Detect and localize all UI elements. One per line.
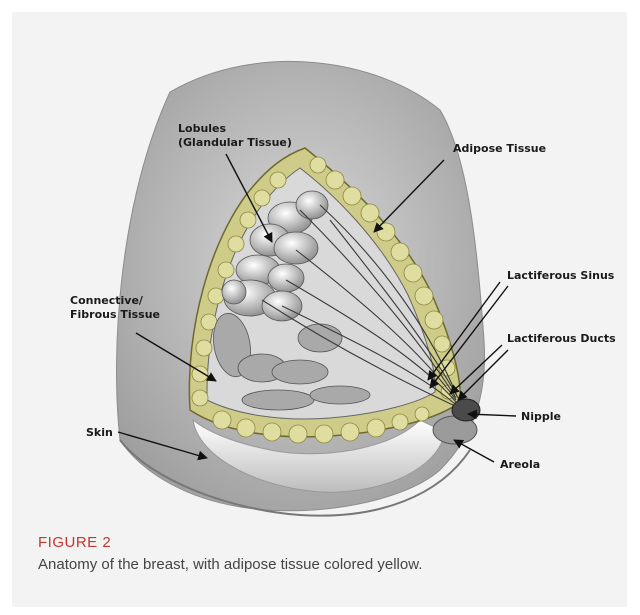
label-connective-line1: Connective/ [70,294,144,307]
label-skin: Skin [86,426,113,439]
label-nipple: Nipple [521,410,561,423]
label-lactiferous-sinus: Lactiferous Sinus [507,269,615,282]
label-areola: Areola [500,458,540,471]
label-adipose: Adipose Tissue [453,142,546,155]
figure-caption: Anatomy of the breast, with adipose tiss… [38,556,422,573]
label-connective-line2: Fibrous Tissue [70,308,160,321]
figure-number: FIGURE 2 [38,534,111,551]
label-lobules-line2: (Glandular Tissue) [178,136,292,149]
label-lactiferous-ducts: Lactiferous Ducts [507,332,616,345]
label-lobules-line1: Lobules [178,122,227,135]
